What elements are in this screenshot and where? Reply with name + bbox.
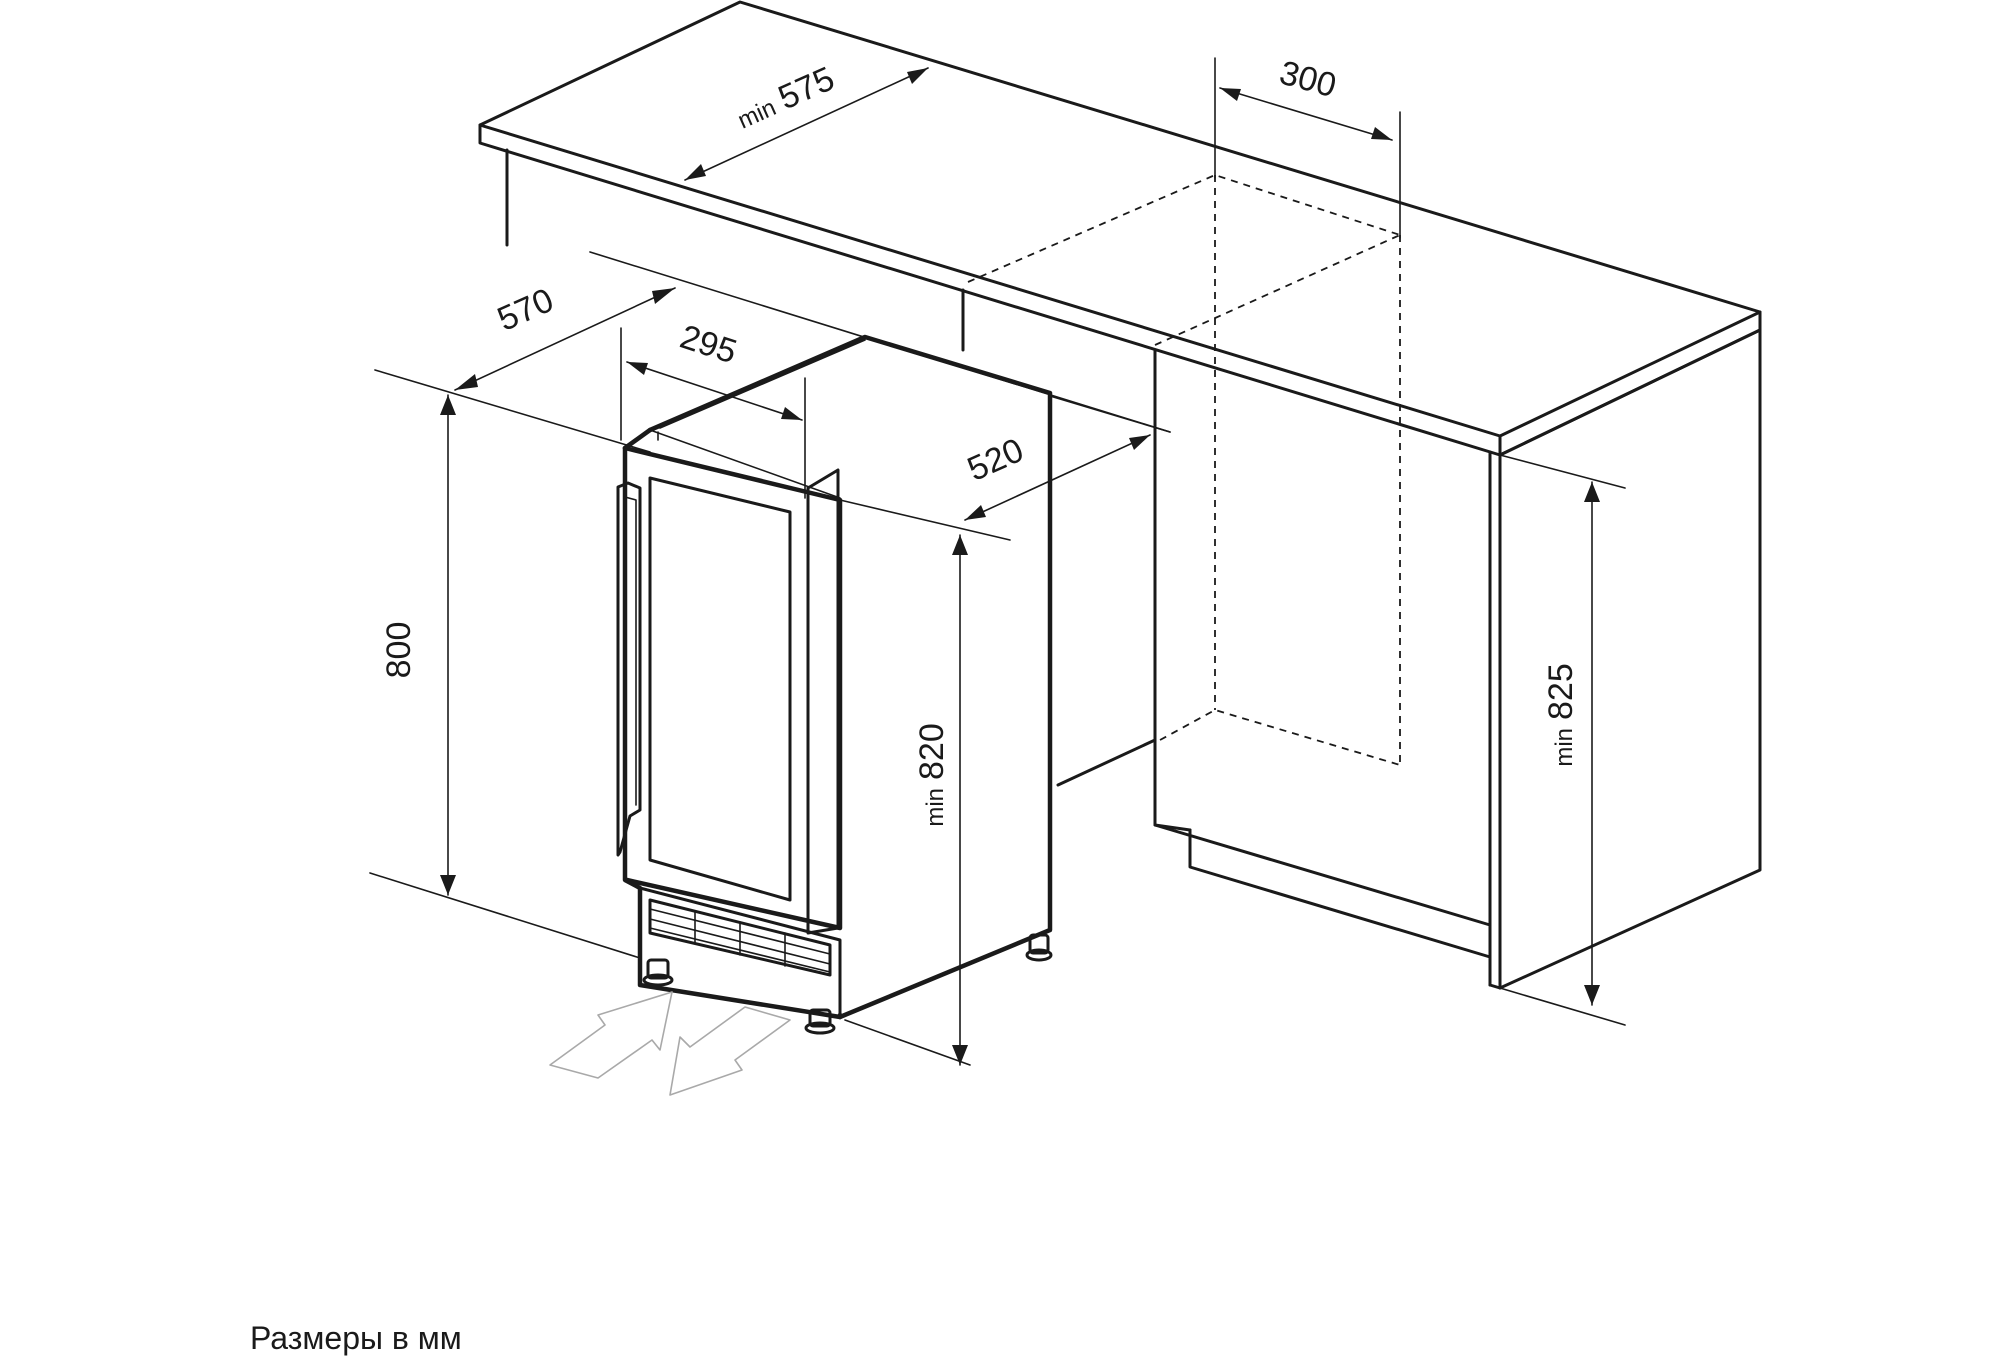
dim-counter-depth-min-575: min 575 (734, 60, 840, 135)
svg-text:min: min (1551, 728, 1578, 767)
svg-text:300: 300 (1276, 54, 1341, 105)
counter-top-icon (478, 0, 1762, 457)
svg-text:800: 800 (380, 622, 418, 679)
units-note: Размеры в мм (250, 1320, 462, 1356)
dim-depth-520: 520 (962, 431, 1029, 489)
air-exhaust-arrow-icon (669, 1006, 791, 1096)
dim-height-800: 800 (380, 622, 418, 679)
cabinet-niche-icon (967, 57, 1762, 990)
dim-counter-height-min-825: min 825 (1542, 663, 1580, 766)
dim-depth-570: 570 (492, 281, 559, 339)
svg-text:820: 820 (913, 723, 951, 780)
dim-width-295: 295 (676, 318, 742, 372)
dimension-lines (369, 67, 1626, 1066)
svg-text:295: 295 (676, 318, 742, 372)
air-intake-arrow-icon (549, 991, 673, 1079)
foot-icon (642, 933, 1053, 1035)
vent-grille-icon (648, 898, 832, 977)
svg-text:575: 575 (773, 60, 840, 118)
wine-cooler-icon (616, 334, 1053, 1035)
svg-text:825: 825 (1542, 663, 1580, 720)
svg-text:570: 570 (492, 281, 559, 339)
svg-text:min: min (734, 94, 780, 134)
dim-gap-300: 300 (1276, 54, 1341, 105)
dim-niche-height-min-820: min 820 (913, 723, 951, 826)
svg-text:520: 520 (962, 431, 1029, 489)
svg-text:min: min (922, 788, 949, 827)
